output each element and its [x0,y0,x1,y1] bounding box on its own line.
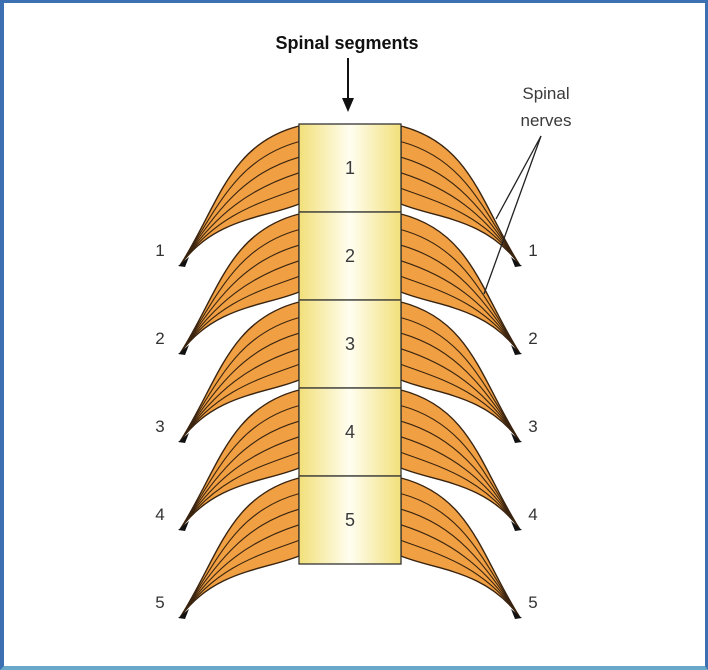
spinal-segment-3: 3 [299,300,401,388]
left-nerve-label-2: 2 [155,329,164,348]
left-nerve-label-4: 4 [155,505,164,524]
nerve-tip [511,609,522,619]
right-nerve-label-3: 3 [528,417,537,436]
segment-number-3: 3 [345,334,355,354]
spinal-segments-column: 1 2 3 4 5 [299,124,401,564]
down-arrow-icon [342,58,354,112]
right-nerve-label-5: 5 [528,593,537,612]
right-nerve-label-2: 2 [528,329,537,348]
segment-number-5: 5 [345,510,355,530]
diagram-title: Spinal segments [275,33,418,53]
nerve-tip [511,433,522,443]
nerve-tip [178,521,189,531]
nerve-fan-right-5 [401,478,522,619]
nerve-tip [178,609,189,619]
segment-number-4: 4 [345,422,355,442]
spinal-segment-2: 2 [299,212,401,300]
nerve-tip [178,257,189,267]
nerve-fan-left-5 [178,478,299,619]
left-nerve-label-1: 1 [155,241,164,260]
nerve-tip [511,257,522,267]
callout-label-line1: Spinal [522,84,569,103]
left-nerve-label-3: 3 [155,417,164,436]
spinal-segment-4: 4 [299,388,401,476]
nerve-tip [511,345,522,355]
callout-label-line2: nerves [520,111,571,130]
spinal-segment-5: 5 [299,476,401,564]
segment-number-2: 2 [345,246,355,266]
nerve-tip [178,345,189,355]
nerve-tip [511,521,522,531]
right-nerve-label-4: 4 [528,505,537,524]
right-nerve-label-1: 1 [528,241,537,260]
nerve-tip [178,433,189,443]
left-nerve-label-5: 5 [155,593,164,612]
spinal-segment-1: 1 [299,124,401,212]
segment-number-1: 1 [345,158,355,178]
